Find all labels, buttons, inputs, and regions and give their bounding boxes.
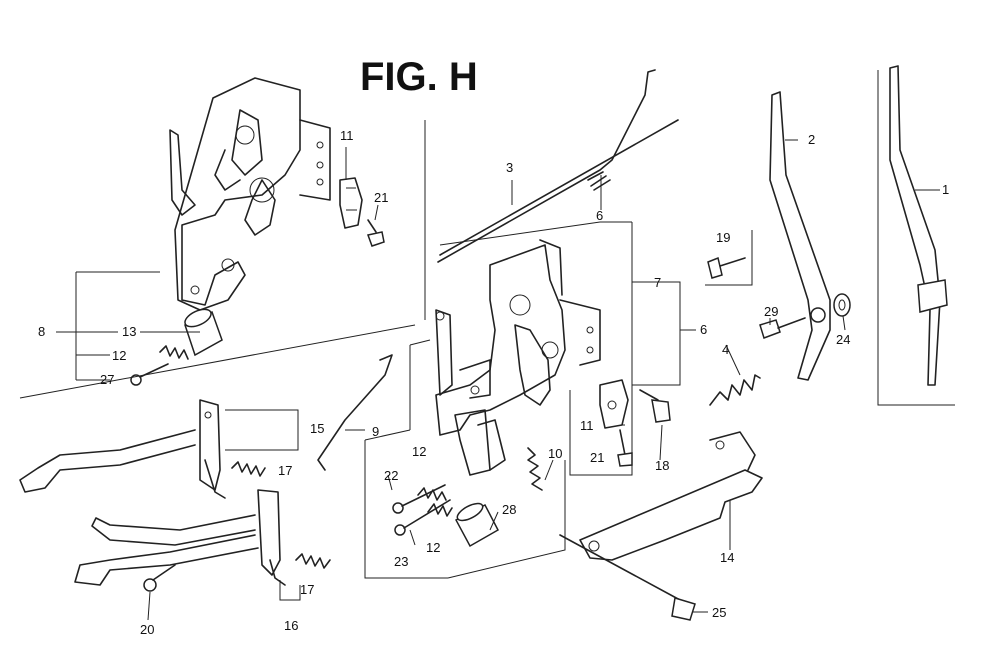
callout-29: 29 — [764, 304, 778, 319]
callout-21-mid: 21 — [590, 450, 604, 465]
callout-11-top: 11 — [340, 128, 354, 143]
part-11-mid-clip — [599, 379, 629, 429]
callout-8: 8 — [38, 324, 45, 339]
callout-1: 1 — [942, 182, 949, 197]
figure-title: FIG. H — [360, 55, 478, 99]
part-14-plate — [579, 431, 763, 561]
part-18-bolt — [639, 389, 671, 423]
callout-9: 9 — [372, 424, 379, 439]
callout-2: 2 — [808, 132, 815, 147]
callout-labels: 1 2 3 4 6 6 7 8 9 10 11 11 12 12 12 13 1… — [38, 128, 949, 637]
callout-4: 4 — [722, 342, 729, 357]
callout-10: 10 — [548, 446, 562, 461]
callout-28: 28 — [502, 502, 516, 517]
part-21-top-screw — [367, 219, 385, 247]
callout-12-mid: 12 — [412, 444, 426, 459]
callout-12-bottom: 12 — [426, 540, 440, 555]
part-15-control-lever — [19, 399, 226, 499]
part-17-spring-a — [231, 461, 266, 477]
part-3-rod — [437, 69, 679, 263]
callout-7: 7 — [654, 275, 661, 290]
part-23-bolt — [394, 499, 453, 536]
part-9-rod — [317, 354, 393, 471]
callout-14: 14 — [720, 550, 734, 565]
part-25-bolt — [559, 534, 696, 621]
part-24-nut — [833, 293, 851, 317]
callout-3: 3 — [506, 160, 513, 175]
part-20-bolt — [143, 564, 176, 592]
callout-18: 18 — [655, 458, 669, 473]
part-2-lever — [769, 91, 831, 381]
callout-6-top: 6 — [596, 208, 603, 223]
section-lines — [19, 120, 426, 399]
callout-15: 15 — [310, 421, 324, 436]
callout-12-top: 12 — [112, 348, 126, 363]
callout-24: 24 — [836, 332, 850, 347]
callout-6-side: 6 — [700, 322, 707, 337]
main-governor-bracket — [435, 239, 601, 476]
callout-25: 25 — [712, 605, 726, 620]
part-1-lever — [877, 65, 955, 406]
callout-11-mid: 11 — [580, 418, 594, 433]
callout-22: 22 — [384, 468, 398, 483]
part-17-spring-b — [295, 553, 331, 569]
callout-20: 20 — [140, 622, 154, 637]
callout-13: 13 — [122, 324, 136, 339]
part-22-bolt — [392, 484, 447, 514]
callout-16: 16 — [284, 618, 298, 633]
callout-17-bottom: 17 — [300, 582, 314, 597]
callout-23: 23 — [394, 554, 408, 569]
part-19-bolt — [705, 230, 753, 286]
part-4-spring — [709, 374, 761, 406]
group-bracket-15 — [225, 409, 299, 451]
control-bracket-assembly-topleft — [169, 77, 331, 311]
group-bracket-6-7 — [364, 221, 696, 579]
part-21-mid-screw — [617, 429, 633, 467]
part-13-sleeve — [184, 308, 223, 357]
part-28-sleeve — [454, 502, 499, 548]
callout-27: 27 — [100, 372, 114, 387]
leader-lines — [147, 139, 940, 621]
group-bracket-8 — [56, 271, 200, 381]
part-29-block — [759, 317, 806, 339]
callout-19: 19 — [716, 230, 730, 245]
part-12-spring-top — [159, 345, 189, 360]
callout-17-top: 17 — [278, 463, 292, 478]
part-10-spring — [527, 447, 543, 491]
part-11-top-clip — [339, 177, 363, 229]
part-16-control-lever — [74, 489, 301, 601]
callout-21-top: 21 — [374, 190, 388, 205]
